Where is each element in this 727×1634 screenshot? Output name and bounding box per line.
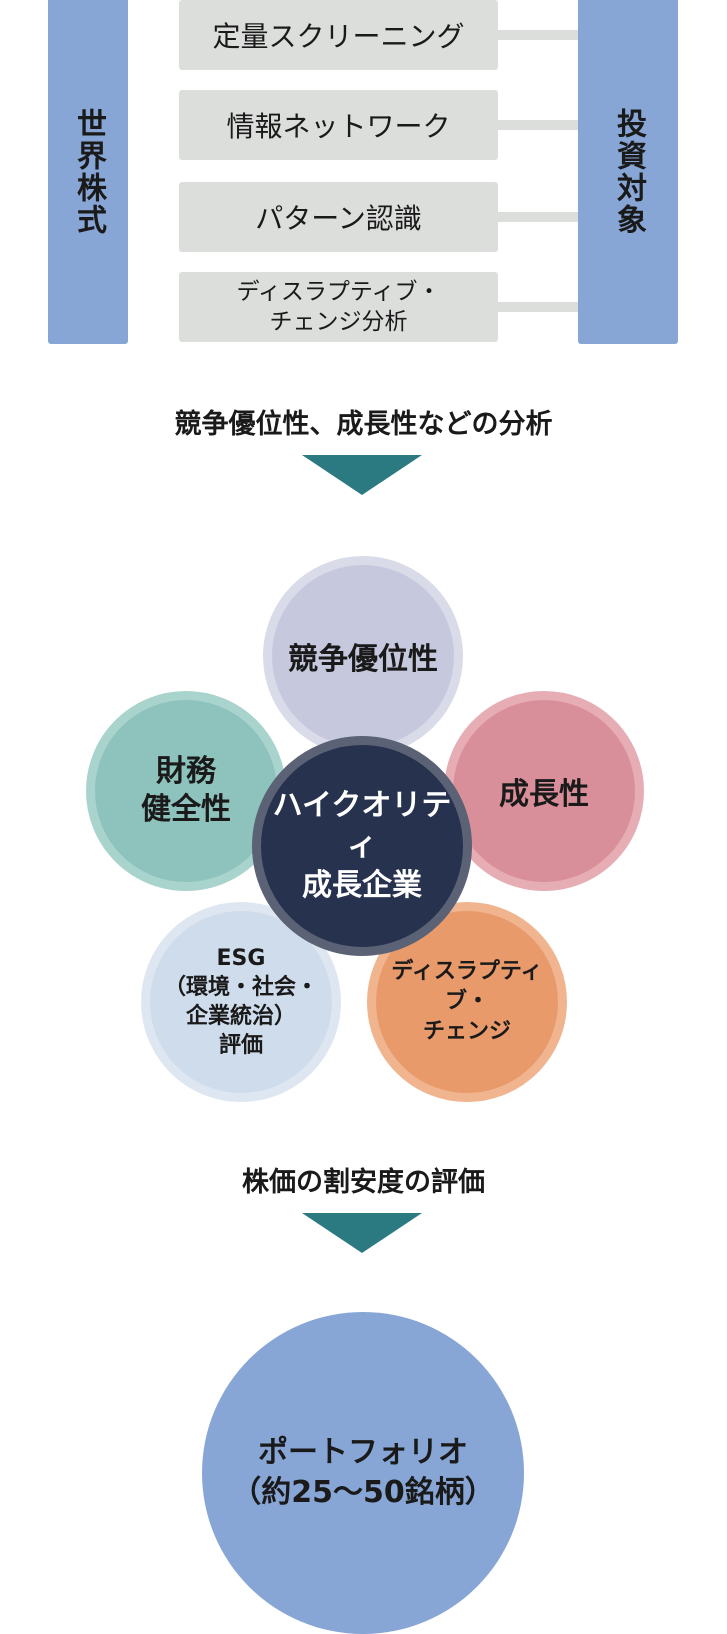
- down-arrow-icon: [302, 1213, 422, 1253]
- high-quality-growth-companies: ハイクオリティ 成長企業: [252, 736, 472, 956]
- method-disruptive-change-analysis: ディスラプティブ・ チェンジ分析: [179, 272, 498, 342]
- method-pattern-recognition: パターン認識: [179, 182, 498, 252]
- method-info-network: 情報ネットワーク: [179, 90, 498, 160]
- method-quant-screening: 定量スクリーニング: [179, 0, 498, 70]
- portfolio-circle: ポートフォリオ （約25～50銘柄）: [202, 1312, 524, 1634]
- connector-line: [498, 212, 578, 222]
- investable-universe-bar: 投資対象: [578, 0, 678, 344]
- criterion-competitive-advantage: 競争優位性: [263, 556, 463, 756]
- connector-line: [498, 30, 578, 40]
- step-valuation-label: 株価の割安度の評価: [242, 1167, 485, 1198]
- global-equities-label: 世界株式: [71, 108, 106, 236]
- global-equities-bar: 世界株式: [48, 0, 128, 344]
- investable-universe-label: 投資対象: [611, 108, 646, 236]
- down-arrow-icon: [302, 455, 422, 495]
- connector-line: [498, 302, 578, 312]
- criterion-growth: 成長性: [444, 691, 644, 891]
- connector-line: [498, 120, 578, 130]
- criterion-financial-health: 財務 健全性: [86, 691, 286, 891]
- step-analysis-label: 競争優位性、成長性などの分析: [174, 409, 553, 440]
